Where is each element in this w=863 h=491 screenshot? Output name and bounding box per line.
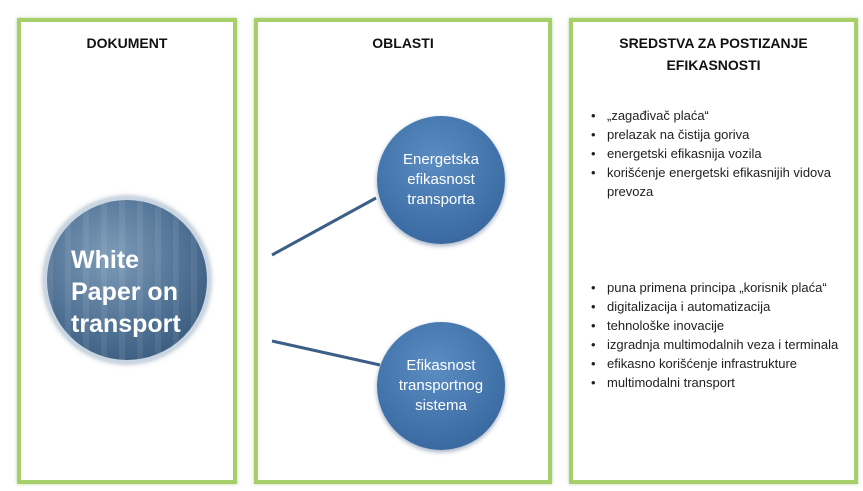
area-label-system: Efikasnost transportnog sistema xyxy=(398,357,484,414)
connector-line-top xyxy=(271,196,377,257)
list-item: energetski efikasnija vozila xyxy=(591,144,847,163)
list-item: puna primena principa „korisnik plaća“ xyxy=(591,278,847,297)
area-circle-energy: Energetska efikasnost transporta xyxy=(377,116,505,244)
list-item: multimodalni transport xyxy=(591,373,847,392)
list-item: prelazak na čistija goriva xyxy=(591,125,847,144)
area-label-energy: Energetska efikasnost transporta xyxy=(403,151,479,208)
connector-line-bottom xyxy=(271,339,381,367)
means-title: SREDSTVA ZA POSTIZANJE EFIKASNOSTI xyxy=(619,35,808,73)
means-list-system: puna primena principa „korisnik plaća“ d… xyxy=(591,278,847,392)
list-item: tehnološke inovacije xyxy=(591,316,847,335)
means-list-energy: „zagađivač plaća“ prelazak na čistija go… xyxy=(591,106,847,201)
white-paper-circle: White Paper on transport xyxy=(44,197,210,363)
list-item: „zagađivač plaća“ xyxy=(591,106,847,125)
areas-panel: OBLASTI Energetska efikasnost transporta… xyxy=(254,18,552,484)
list-item: efikasno korišćenje infrastrukture xyxy=(591,354,847,373)
list-item: digitalizacija i automatizacija xyxy=(591,297,847,316)
document-panel: DOKUMENT White Paper on transport xyxy=(17,18,237,484)
white-paper-text: White Paper on transport xyxy=(71,246,181,338)
means-panel: SREDSTVA ZA POSTIZANJE EFIKASNOSTI „zaga… xyxy=(569,18,858,484)
areas-title: OBLASTI xyxy=(372,35,434,51)
document-title: DOKUMENT xyxy=(86,35,168,51)
list-item: izgradnja multimodalnih veza i terminala xyxy=(591,335,847,354)
list-item: korišćenje energetski efikasnijih vidova… xyxy=(591,163,847,201)
area-circle-system: Efikasnost transportnog sistema xyxy=(377,322,505,450)
